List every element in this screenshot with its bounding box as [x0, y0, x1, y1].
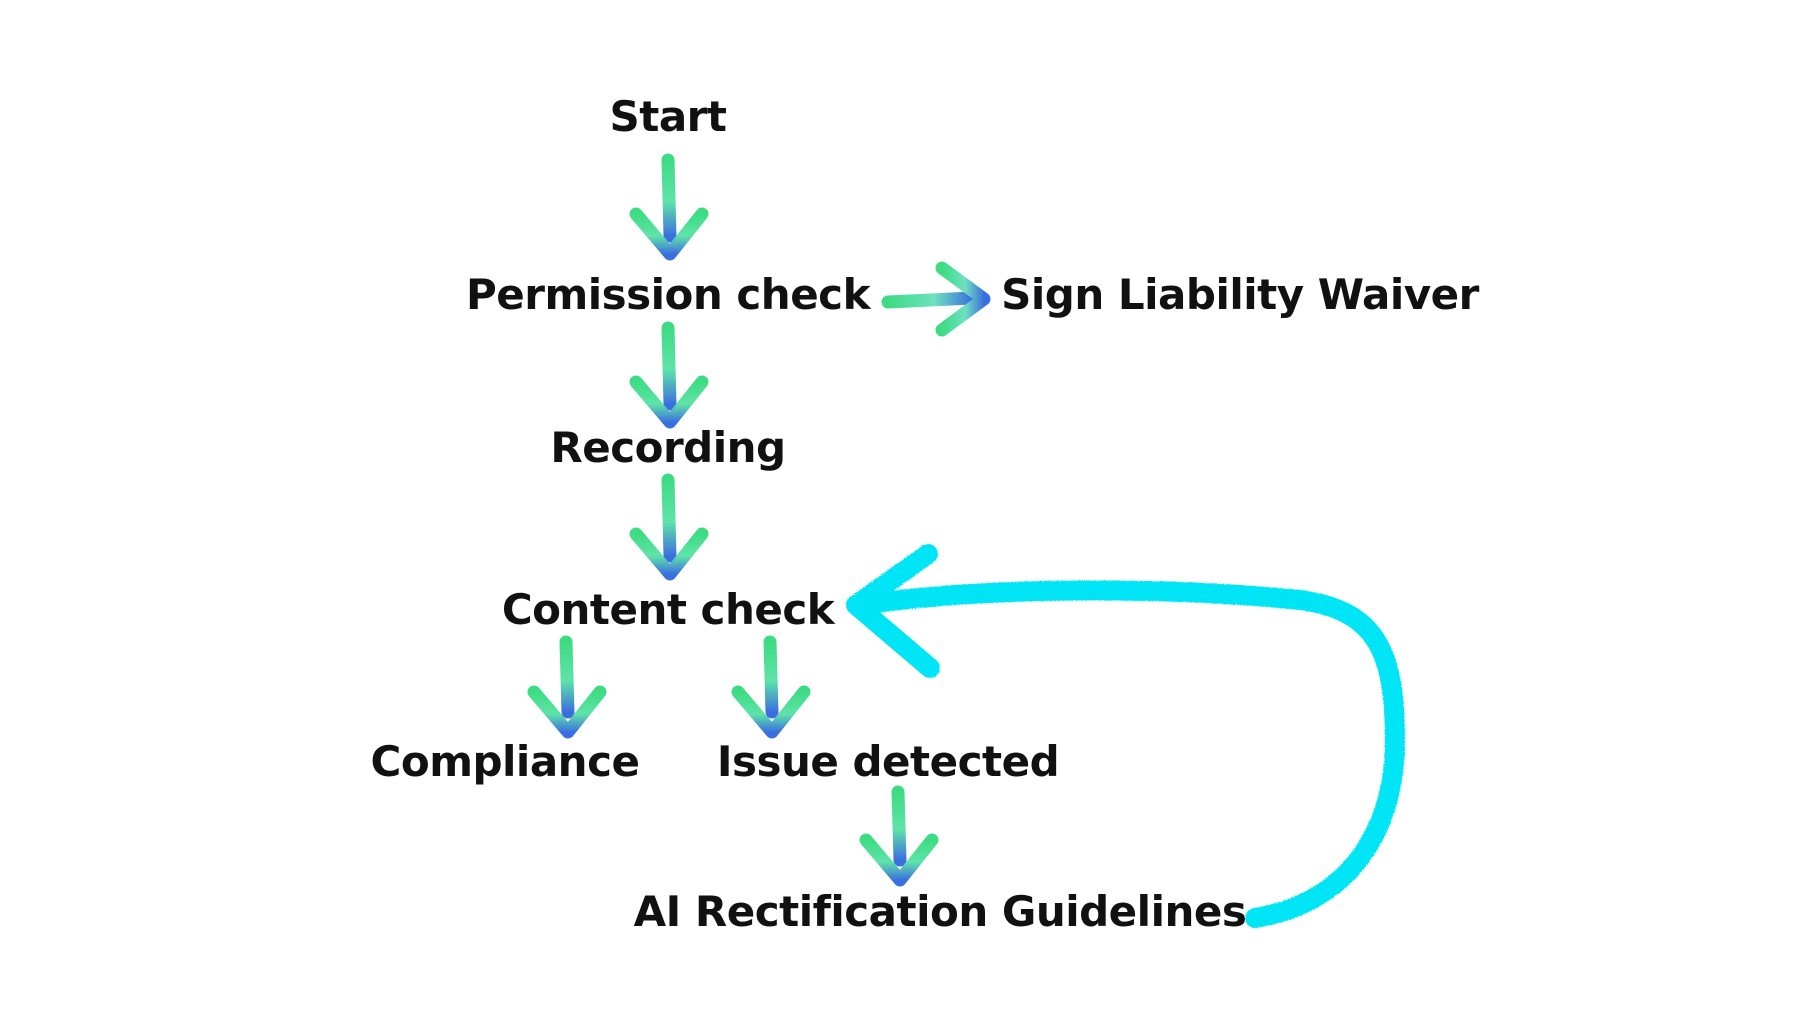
node-content-check: Content check [501, 585, 835, 634]
arrow-recording-to-content [629, 473, 709, 581]
loop-arrow-rectification-to-content [846, 544, 1406, 928]
arrow-permission-to-waiver [881, 261, 991, 337]
arrow-content-to-compliance [527, 635, 607, 739]
arrow-content-to-issue [731, 635, 811, 739]
node-permission-check: Permission check [465, 270, 871, 319]
arrow-start-to-permission [629, 153, 709, 261]
node-start: Start [609, 92, 727, 141]
node-sign-liability-waiver: Sign Liability Waiver [1001, 270, 1479, 319]
node-recording: Recording [550, 423, 786, 472]
arrow-permission-to-recording [629, 321, 709, 429]
node-ai-rectification-guidelines: AI Rectification Guidelines [633, 887, 1247, 936]
node-issue-detected: Issue detected [716, 737, 1060, 786]
node-compliance: Compliance [370, 737, 640, 786]
arrow-issue-to-rectification [859, 785, 939, 887]
